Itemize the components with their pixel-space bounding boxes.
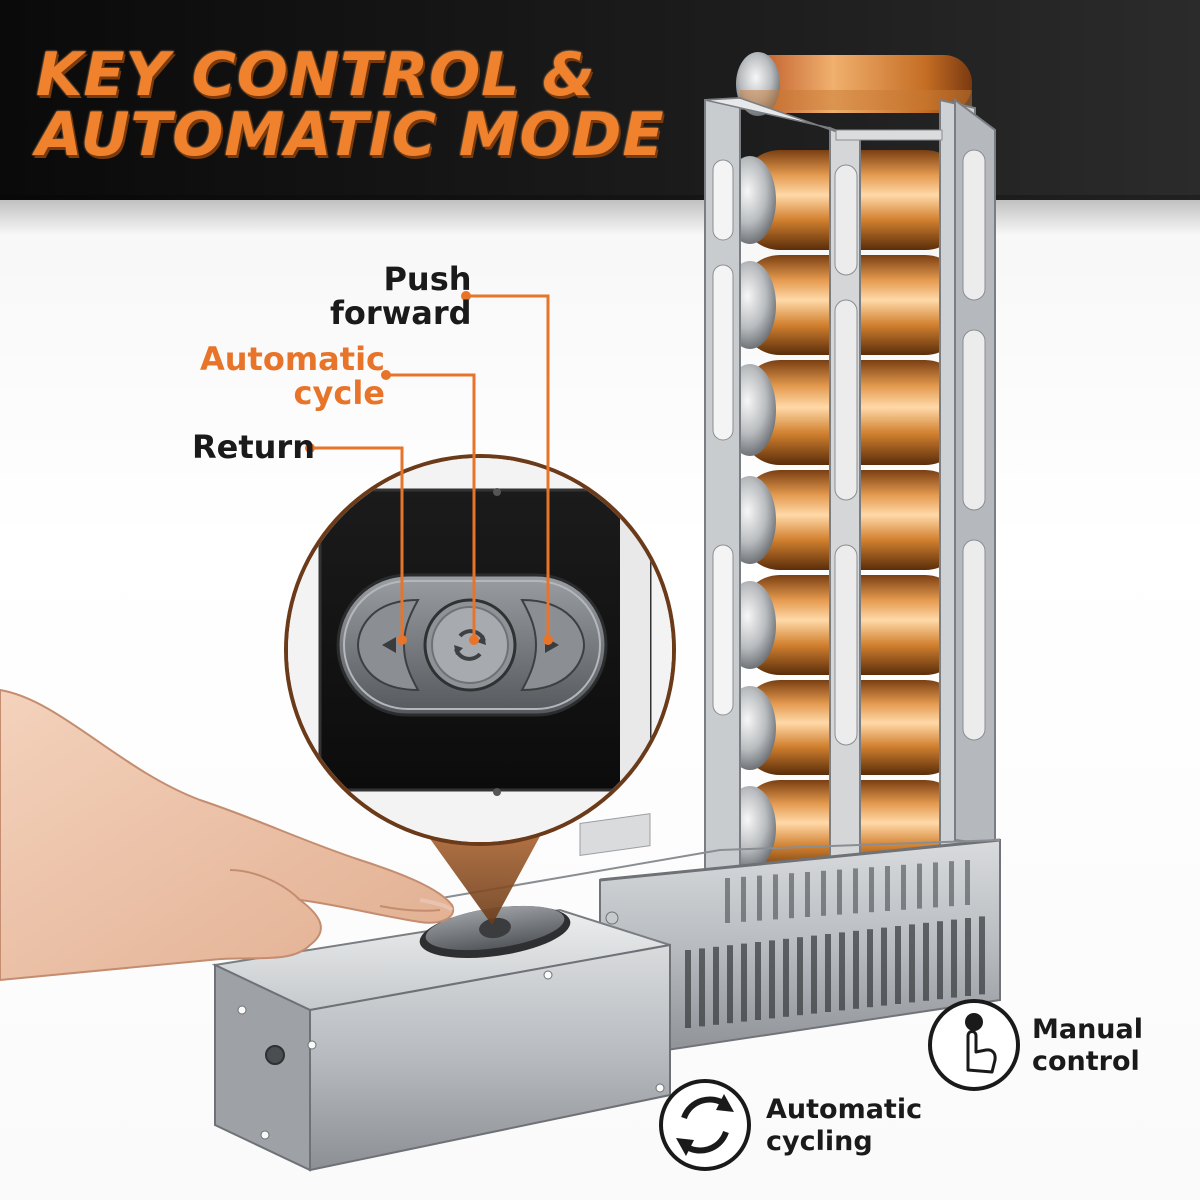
- vent-slot: [805, 872, 810, 917]
- hand: [0, 688, 455, 982]
- headline-line-2: AUTOMATIC MODE: [36, 100, 665, 170]
- push-forward-label-line-1: Push: [383, 260, 472, 298]
- vent-slot: [867, 929, 873, 1008]
- forward-button[interactable]: [520, 598, 586, 692]
- push-forward-label: Push forward: [330, 262, 472, 330]
- vent-slot: [909, 924, 915, 1003]
- header-band: [0, 0, 1200, 200]
- vent-slot: [699, 948, 705, 1027]
- vent-slot: [949, 861, 954, 907]
- vent-slots: [685, 860, 985, 1028]
- vent-slot: [685, 950, 691, 1028]
- automatic-cycle-label-line-2: cycle: [293, 374, 385, 412]
- automatic-cycle-label-line-1: Automatic: [200, 340, 385, 378]
- vent-slot: [885, 866, 890, 911]
- vent-slot: [769, 940, 775, 1019]
- vent-slot: [937, 921, 943, 1000]
- automatic-cycling-label: Automatic cycling: [766, 1094, 922, 1158]
- vent-slot: [965, 918, 971, 996]
- vent-slot: [895, 926, 901, 1004]
- cycle-button[interactable]: [423, 598, 517, 692]
- cycle-arrows-icon: [659, 1079, 751, 1171]
- return-label: Return: [192, 428, 315, 466]
- vent-slot: [755, 942, 761, 1020]
- vent-slot: [783, 938, 789, 1017]
- vent-slot: [741, 876, 746, 922]
- base-front-box: [211, 908, 671, 1172]
- vent-slot: [965, 860, 970, 905]
- vent-slot: [869, 867, 874, 913]
- automatic-cycle-label: Automatic cycle: [200, 342, 385, 410]
- vent-slot: [979, 916, 985, 995]
- callout-lines: [310, 294, 550, 640]
- triangle-left-icon: [382, 637, 396, 653]
- vent-slot: [757, 875, 762, 921]
- push-forward-line: [466, 294, 550, 640]
- vent-slot: [923, 922, 929, 1001]
- automatic-cycling-label-line-2: cycling: [766, 1126, 873, 1157]
- automatic-cycle-line: [386, 373, 476, 640]
- headline-line-1: KEY CONTROL &: [36, 40, 596, 110]
- manual-control-label-line-2: control: [1032, 1046, 1140, 1077]
- automatic-cycling-label-line-1: Automatic: [766, 1094, 923, 1125]
- vent-slot: [789, 873, 794, 919]
- vent-slot: [901, 864, 906, 910]
- vent-slot: [773, 874, 778, 920]
- callout-dots: [305, 291, 553, 645]
- tower-frame: [704, 96, 996, 936]
- push-forward-label-line-2: forward: [330, 294, 472, 332]
- vent-slot: [821, 870, 826, 916]
- control-panel-small: [419, 813, 651, 959]
- vent-slot: [797, 937, 803, 1016]
- vent-slot: [951, 919, 957, 998]
- header-shadow: [0, 195, 1200, 235]
- manual-control-label: Manual control: [1032, 1014, 1143, 1078]
- vent-slot: [741, 943, 747, 1022]
- vent-slot: [713, 946, 719, 1025]
- can-stack: [736, 52, 972, 116]
- vent-slot: [825, 934, 831, 1012]
- vent-slot: [933, 862, 938, 908]
- vent-slot: [839, 932, 845, 1011]
- vent-slot: [853, 868, 858, 914]
- vent-slot: [727, 945, 733, 1024]
- vent-slot: [725, 878, 730, 923]
- vent-slot: [811, 935, 817, 1014]
- hand-press-icon: [928, 999, 1020, 1091]
- vent-slot: [853, 930, 859, 1009]
- vent-slot: [917, 863, 922, 909]
- vent-slot: [837, 869, 842, 915]
- manual-control-label-line-1: Manual: [1032, 1014, 1144, 1045]
- return-line: [310, 446, 404, 640]
- vent-slot: [881, 927, 887, 1006]
